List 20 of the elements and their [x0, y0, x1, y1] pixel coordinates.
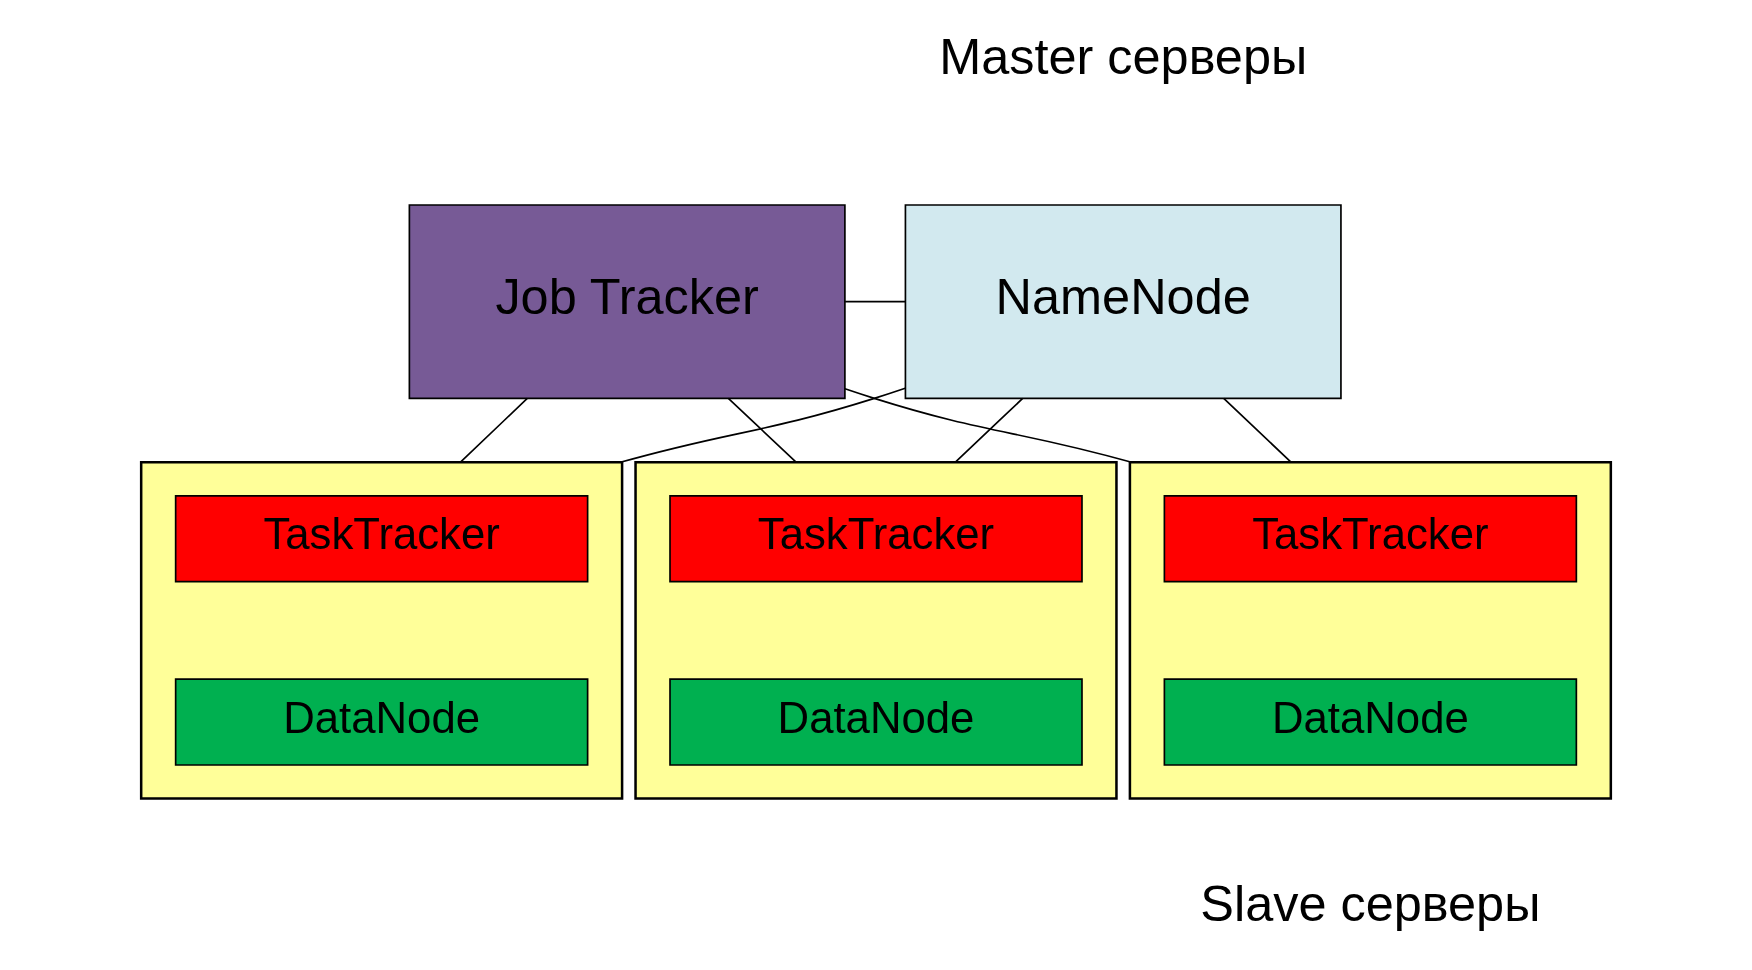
connector: [619, 387, 907, 464]
cluster: [139, 461, 624, 800]
node-box: TaskTracker: [174, 495, 589, 583]
connector: [844, 387, 1133, 464]
node-box: TaskTracker: [1163, 495, 1578, 583]
connector: [727, 397, 798, 464]
connector: [1222, 397, 1293, 464]
node-box: Job Tracker: [408, 204, 846, 400]
node-box: TaskTracker: [669, 495, 1083, 583]
connector: [459, 397, 529, 464]
node-box: DataNode: [174, 678, 589, 766]
node-box: DataNode: [1163, 678, 1578, 766]
label: Master серверы: [939, 27, 1308, 85]
cluster: [1128, 461, 1613, 800]
node-box: NameNode: [904, 204, 1342, 400]
connector: [844, 300, 907, 303]
cluster: [634, 461, 1118, 800]
node-box: DataNode: [669, 678, 1083, 766]
label: Slave серверы: [1200, 875, 1541, 933]
connector: [954, 397, 1024, 464]
